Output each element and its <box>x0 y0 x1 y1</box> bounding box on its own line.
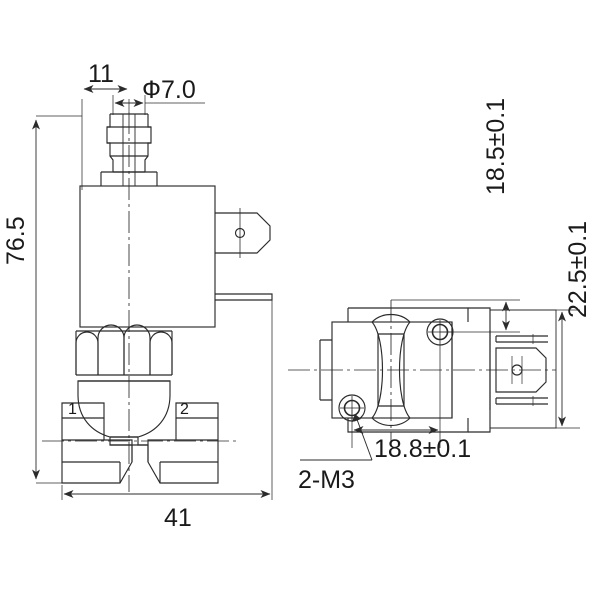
dim-label-18-8: 18.8±0.1 <box>374 435 472 463</box>
barb-shoulder <box>100 171 158 186</box>
coil-connector <box>489 309 557 429</box>
dim-label-width-41: 41 <box>164 504 192 532</box>
front-view <box>42 112 273 492</box>
dim-label-height-76-5: 76.5 <box>2 216 30 265</box>
dimension-lines-bottom <box>300 299 580 461</box>
dim-label-18-5: 18.5±0.1 <box>482 97 510 195</box>
dim-label-22-5: 22.5±0.1 <box>564 220 592 318</box>
terminal-tab <box>215 208 271 258</box>
dim-label-2-m3: 2-M3 <box>298 466 355 494</box>
bottom-view <box>288 300 557 444</box>
bottom-view-centerlines <box>288 300 556 444</box>
dim-label-width-11: 11 <box>88 60 114 88</box>
valve-body <box>77 380 171 438</box>
port-2-label: 2 <box>180 401 189 418</box>
dim-label-barb-diameter: Ф7.0 <box>142 76 196 104</box>
port-1-label: 1 <box>68 401 77 418</box>
lead-wire <box>215 293 273 301</box>
hex-nut <box>75 324 173 376</box>
coil-housing <box>79 185 216 328</box>
dimension-lines-front <box>32 85 273 500</box>
